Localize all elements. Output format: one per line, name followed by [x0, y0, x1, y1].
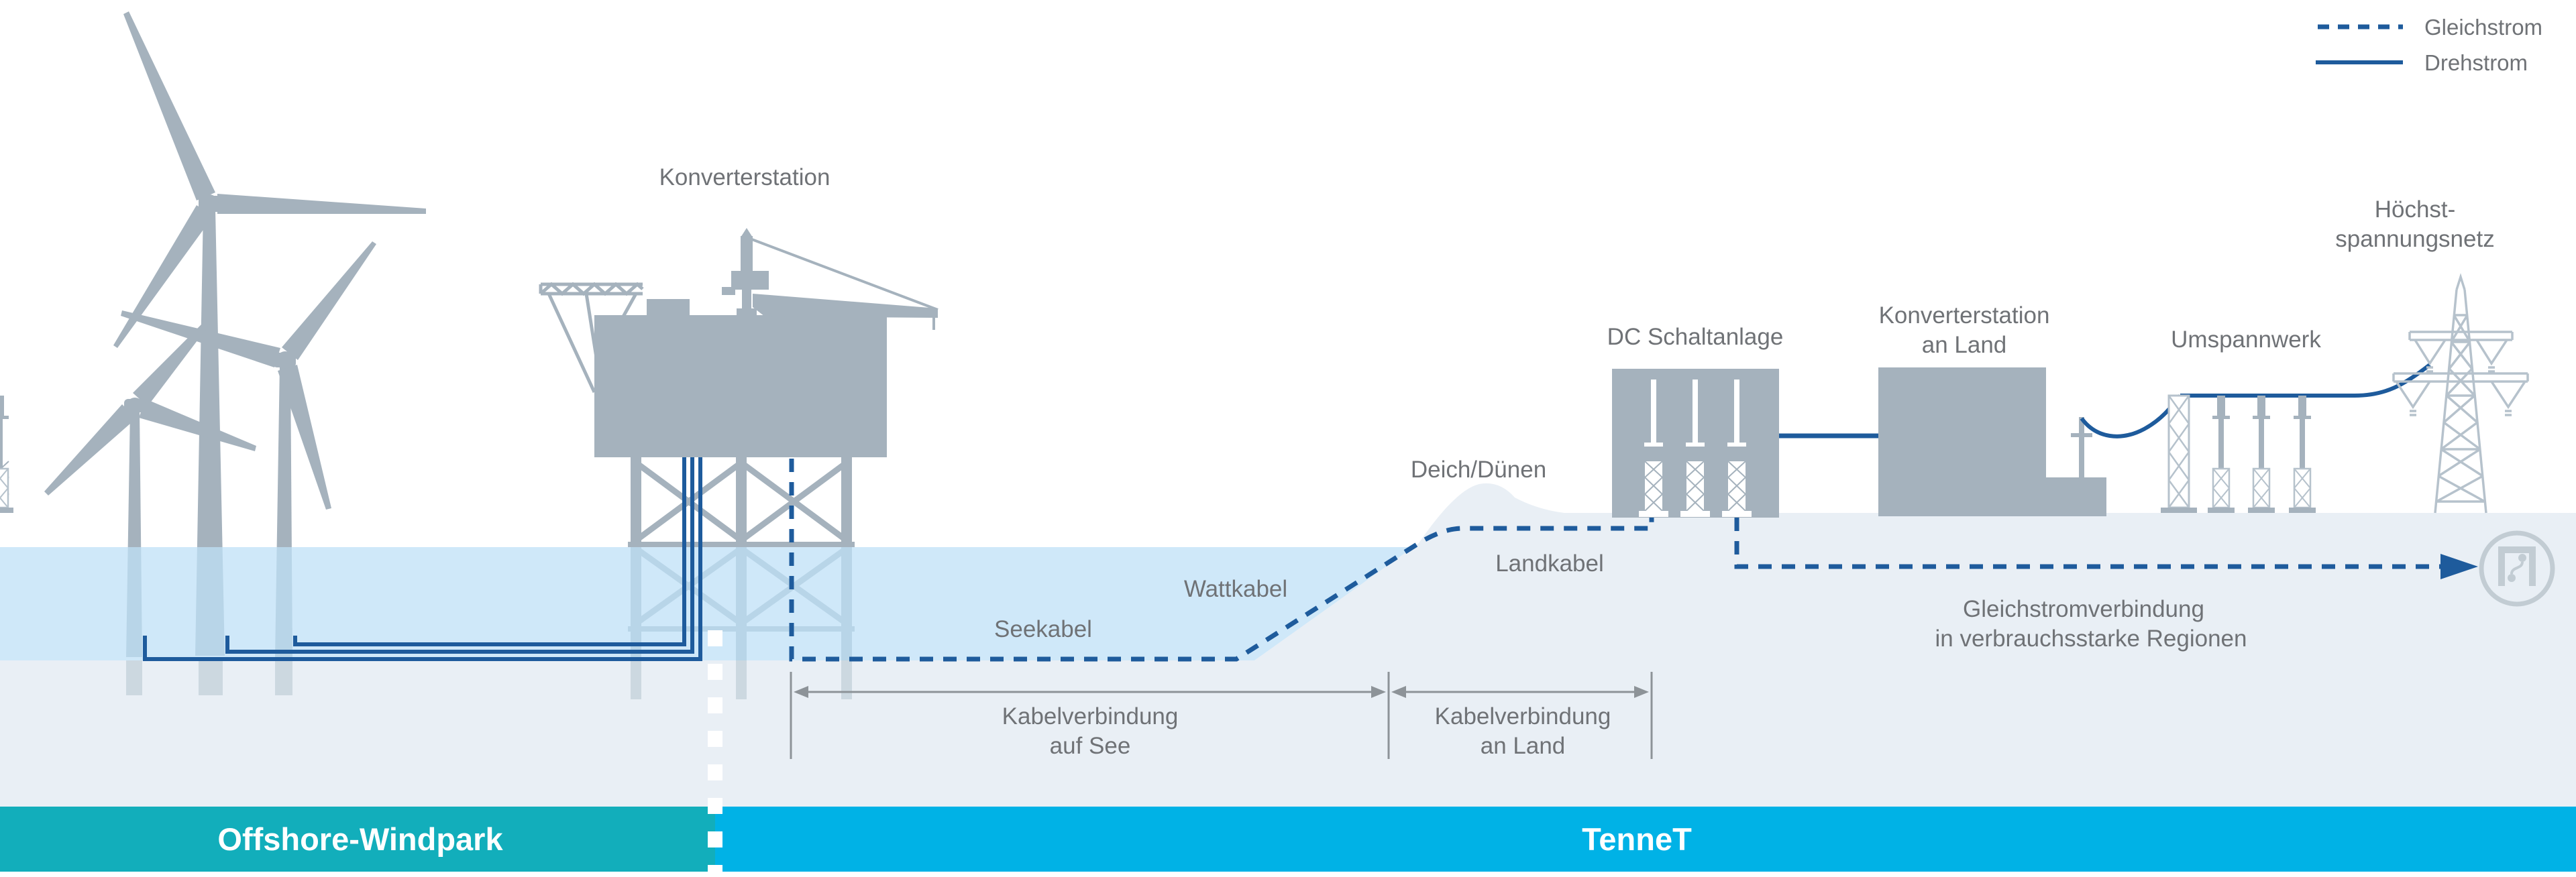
label-gleichstromverbindung-1: Gleichstromverbindung: [1963, 596, 2204, 622]
label-seekabel: Seekabel: [994, 616, 1092, 642]
sea-water: [0, 547, 1417, 660]
label-wattkabel: Wattkabel: [1184, 576, 1287, 602]
wind-turbine-icon: [113, 11, 426, 656]
seabed-and-land: [0, 483, 2576, 807]
label-hoechstspannungsnetz-2: spannungsnetz: [2335, 226, 2494, 252]
helideck-truss-icon: [539, 282, 644, 394]
array-cables: [143, 457, 702, 661]
label-hoechstspannungsnetz-1: Höchst-: [2375, 196, 2456, 223]
footer-bars: Offshore-Windpark TenneT: [0, 807, 2576, 872]
label-konverterstation-land-2: an Land: [1922, 332, 2007, 358]
foundation-stubs: [126, 660, 852, 699]
label-konverterstation-offshore: Konverterstation: [659, 164, 830, 190]
label-kabelverbindung-see-1: Kabelverbindung: [1002, 703, 1179, 729]
gleichstromverbindung-route: [1734, 518, 2442, 569]
substation-icon: [0, 394, 2317, 514]
dc-cable-route: [789, 459, 2478, 662]
platform-topside-box: [594, 315, 887, 457]
onshore-converter-icon: [1878, 367, 2106, 516]
label-konverterstation-land-1: Konverterstation: [1879, 302, 2050, 329]
arrow-icon: [2440, 554, 2478, 579]
label-gleichstromverbindung-2: in verbrauchsstarke Regionen: [1935, 626, 2247, 652]
legend-label-drehstrom: Drehstrom: [2424, 50, 2528, 75]
label-umspannwerk: Umspannwerk: [2171, 327, 2321, 353]
label-deich-duenen: Deich/Dünen: [1411, 457, 1546, 483]
platform-rooftop-module: [647, 299, 690, 316]
label-dc-schaltanlage: DC Schaltanlage: [1607, 324, 1784, 350]
offshore-windpark-bar: [0, 807, 715, 872]
crane-icon: [722, 228, 938, 330]
legend-label-gleichstrom: Gleichstrom: [2424, 15, 2542, 40]
seekabel-wattkabel-landkabel-route: [789, 459, 1654, 662]
consumption-region-icon: [2479, 530, 2555, 607]
label-landkabel: Landkabel: [1495, 550, 1604, 577]
label-offshore-windpark: Offshore-Windpark: [217, 821, 503, 857]
label-tennet: TenneT: [1582, 821, 1692, 857]
label-kabelverbindung-see-2: auf See: [1050, 733, 1131, 759]
drehstrom-wire: [2080, 363, 2431, 438]
tennet-bar: [715, 807, 2576, 872]
cable-section-brackets: [790, 672, 1653, 759]
label-kabelverbindung-land-2: an Land: [1481, 733, 1566, 759]
legend: Gleichstrom Drehstrom: [2316, 15, 2542, 75]
dc-switchgear-icon: [0, 369, 1779, 518]
label-kabelverbindung-land-1: Kabelverbindung: [1435, 703, 1611, 729]
transmission-pylon-icon: [2392, 273, 2529, 514]
